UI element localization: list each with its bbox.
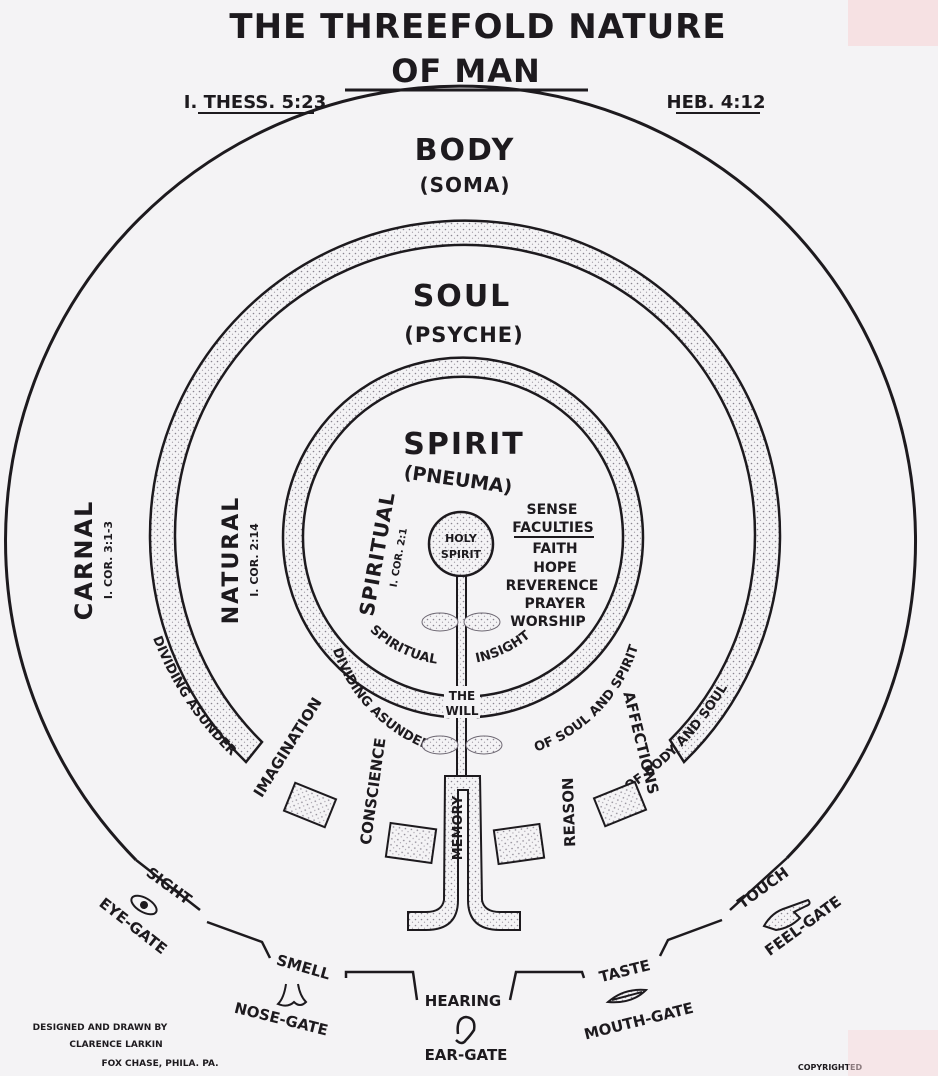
spirit-greek: (Pneuma) [402, 462, 513, 499]
faculty-worship: Worship [510, 614, 585, 630]
faculty-prayer: Prayer [524, 596, 585, 612]
eye-icon [130, 894, 158, 916]
gate-ear-gate: Ear-Gate [425, 1046, 508, 1064]
carnal-label: Carnal [70, 500, 98, 621]
faculty-imagination: Imagination [250, 694, 326, 800]
spirit-name: Spirit [403, 427, 524, 462]
nose-icon [276, 983, 308, 1007]
credit-line2: Clarence Larkin [69, 1040, 162, 1050]
body-greek: (Soma) [419, 173, 510, 197]
faculty-reason: Reason [559, 777, 579, 847]
gate-mouth-gate: Mouth-Gate [582, 999, 695, 1044]
gate-touch-sense: Touch [734, 863, 792, 912]
natural-ref: I. Cor. 2:14 [248, 523, 261, 597]
gate-taste-sense: Taste [597, 956, 652, 986]
holy-spirit-line2: Spirit [441, 548, 482, 561]
gate-frame [135, 857, 788, 1001]
soul-name: Soul [413, 279, 512, 314]
corner-mark-bottom [848, 1030, 938, 1076]
gate-hearing-sense: Hearing [425, 992, 501, 1010]
natural-label: Natural [219, 496, 244, 625]
leaf-cluster-lower [421, 735, 503, 755]
soul-greek: (Psyche) [404, 323, 524, 347]
will-label-bg [444, 686, 480, 718]
faculty-conscience: Conscience [357, 737, 390, 846]
spirit-ring [281, 356, 645, 719]
credit-line1: Designed and Drawn by [33, 1023, 168, 1033]
body-circle [4, 84, 918, 862]
will-line1: The [449, 689, 475, 703]
gate-smell-sense: Smell [274, 951, 332, 984]
faculty-faith: Faith [532, 541, 577, 557]
credit-line3: Fox Chase, Phila. Pa. [101, 1059, 218, 1069]
title-line2: Of Man [391, 52, 541, 90]
ref-left: I. Thess. 5:23 [184, 92, 326, 113]
will-line2: Will [446, 704, 479, 718]
spiritual-label: Spiritual [354, 490, 399, 618]
memory-label: Memory [451, 795, 466, 860]
hand-icon [762, 898, 811, 932]
faculty-hope: Hope [533, 560, 576, 576]
copyright: Copyrighted [798, 1063, 863, 1072]
mouth-icon [605, 988, 649, 1004]
sense-label-line1: Sense [526, 502, 577, 518]
body-name: Body [415, 133, 516, 168]
corner-mark-top [848, 0, 938, 46]
faculty-reverence: Reverence [506, 578, 599, 594]
soul-ring [148, 219, 782, 764]
title-line1: The Threefold Nature [229, 7, 726, 47]
faculty-blocks [282, 780, 648, 866]
sense-label-line2: Faculties [512, 520, 593, 536]
leaf-cluster-upper [421, 612, 501, 632]
ear-icon [455, 1015, 476, 1045]
holy-spirit-line1: Holy [445, 532, 478, 545]
memory-tube [407, 775, 521, 931]
carnal-ref: I. Cor. 3:1-3 [102, 521, 115, 599]
ref-right: Heb. 4:12 [667, 92, 766, 113]
